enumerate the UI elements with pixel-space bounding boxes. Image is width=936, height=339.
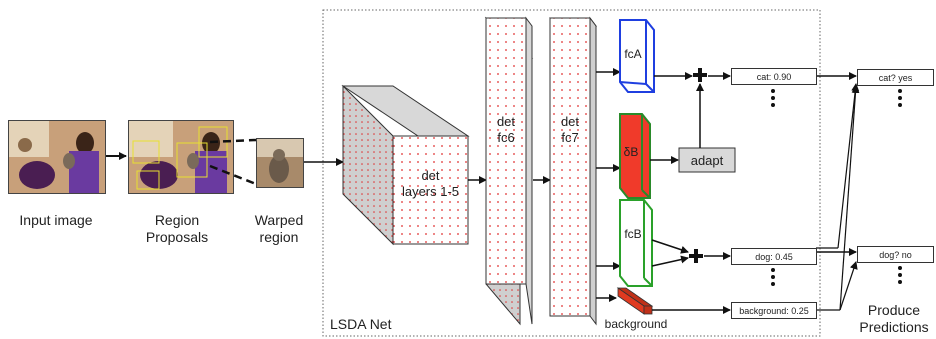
- plus-top-icon: [693, 68, 707, 82]
- deltaB-label: δB: [623, 145, 639, 159]
- fc7-label: det fc7: [550, 114, 590, 146]
- deltaB-block: [619, 113, 651, 199]
- fc6-label: det fc6: [486, 114, 526, 146]
- fc7-line2: fc7: [561, 130, 579, 145]
- produce-predictions-line2: Predictions: [859, 319, 929, 335]
- input-image-label: Input image: [19, 212, 93, 228]
- fcB-label: fcB: [624, 227, 642, 241]
- arrow-fcB-to-plus: [651, 239, 689, 254]
- arrow-bg-score-to-dog-pred: [839, 261, 858, 311]
- plus-bottom-icon: [689, 249, 703, 263]
- cat-prediction-more-dots: [898, 89, 902, 110]
- det-layers-label: det layers 1-5: [393, 168, 468, 200]
- produce-predictions-line1: Produce: [867, 302, 921, 318]
- arrow-fcB-bottom-to-plus: [651, 255, 689, 267]
- dog-score-more-dots: [771, 268, 775, 289]
- cat-prediction-box: cat? yes: [857, 69, 934, 86]
- warped-region-line1: Warped: [254, 212, 304, 228]
- cat-score-more-dots: [771, 89, 775, 110]
- produce-predictions-label: Produce Predictions: [852, 302, 936, 336]
- region-proposals-label: Region Proposals: [122, 212, 232, 246]
- dog-score-box: dog: 0.45: [731, 248, 817, 265]
- fc7-slab: [549, 16, 597, 326]
- fc6-line1: det: [496, 114, 516, 129]
- background-score-box: background: 0.25: [731, 302, 817, 319]
- fcA-block: [619, 19, 655, 93]
- lsda-net-boundary: [322, 9, 821, 337]
- region-proposals-line2: Proposals: [145, 229, 209, 245]
- fcB-block: [619, 199, 653, 287]
- background-block: [616, 287, 654, 315]
- fc7-line1: det: [560, 114, 580, 129]
- dog-prediction-more-dots: [898, 266, 902, 287]
- background-label: background: [604, 317, 668, 331]
- warped-region-line2: region: [259, 229, 299, 245]
- warped-region-photo: [256, 138, 304, 188]
- dashed-top: [209, 138, 257, 144]
- det-layers-line2: layers 1-5: [401, 184, 460, 199]
- fc6-line2: fc6: [497, 130, 515, 145]
- dog-prediction-box: dog? no: [857, 246, 934, 263]
- fcA-label: fcA: [624, 47, 642, 61]
- det-layers-cube: [341, 84, 470, 246]
- region-proposals-line1: Region: [154, 212, 200, 228]
- fc6-slab: [484, 16, 534, 326]
- warped-region-label: Warped region: [238, 212, 320, 246]
- region-proposals-photo: [128, 120, 234, 194]
- input-image-photo: [8, 120, 106, 194]
- dashed-bottom: [209, 164, 257, 186]
- det-layers-line1: det: [421, 168, 440, 183]
- cat-score-box: cat: 0.90: [731, 68, 817, 85]
- lsda-net-label: LSDA Net: [330, 316, 392, 332]
- adapt-label: adapt: [690, 153, 724, 168]
- adapt-box: [678, 147, 736, 173]
